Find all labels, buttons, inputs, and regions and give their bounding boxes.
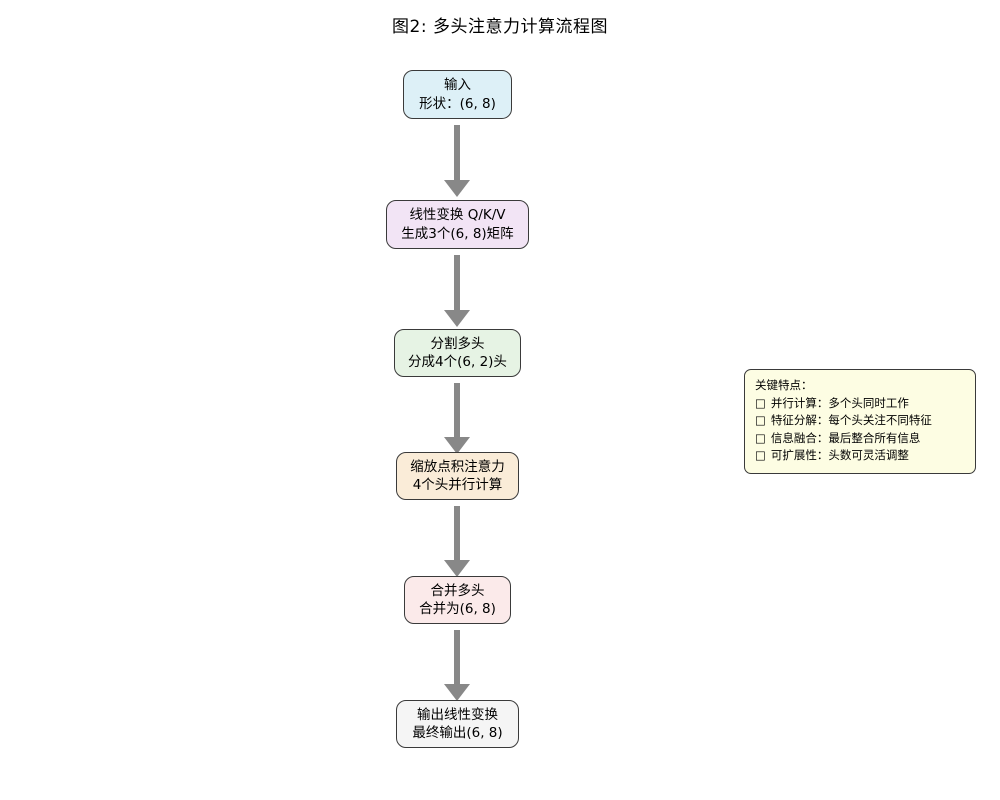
checkbox-square-icon: □ — [755, 413, 766, 428]
legend-item-label: 并行计算： — [770, 396, 829, 410]
legend-item-parallel: □ 并行计算： 多个头同时工作 — [755, 395, 965, 412]
flow-node-output-linear-line2: 最终输出(6, 8) — [412, 725, 503, 741]
flow-node-linear-qkv-line1: 线性变换 Q/K/V — [409, 207, 506, 224]
arrow-shaft — [454, 125, 460, 181]
flow-arrow-4 — [444, 506, 470, 577]
legend-item-desc: 多个头同时工作 — [828, 396, 909, 410]
legend-item-scalability: □ 可扩展性： 头数可灵活调整 — [755, 447, 965, 464]
arrow-head-icon — [444, 560, 470, 577]
arrow-shaft — [454, 506, 460, 561]
flow-node-attention-line2: 4个头并行计算 — [412, 477, 503, 493]
flow-arrow-3 — [444, 383, 470, 454]
legend-item-label: 特征分解： — [770, 413, 829, 428]
flow-node-linear-qkv-line2: 生成3个(6, 8)矩阵 — [401, 225, 514, 242]
legend-item-information-fusion: □ 信息融合： 最后整合所有信息 — [755, 430, 965, 447]
flow-arrow-5 — [444, 630, 470, 701]
checkbox-square-icon: □ — [755, 430, 766, 445]
page-title: 图2: 多头注意力计算流程图 — [392, 17, 608, 37]
legend-title: 关键特点： — [755, 378, 813, 392]
legend-item-label: 信息融合： — [770, 430, 829, 445]
flow-node-linear-qkv[interactable]: 线性变换 Q/K/V 生成3个(6, 8)矩阵 — [386, 200, 529, 249]
flow-node-merge-heads-line1: 合并多头 — [430, 582, 485, 599]
arrow-head-icon — [444, 437, 470, 454]
arrow-head-icon — [444, 310, 470, 327]
checkbox-square-icon: □ — [755, 448, 766, 463]
flow-node-input[interactable]: 输入 形状：(6, 8) — [403, 70, 512, 119]
flow-node-merge-heads[interactable]: 合并多头 合并为(6, 8) — [404, 576, 511, 624]
arrow-head-icon — [444, 180, 470, 197]
legend-item-feature-decomposition: □ 特征分解： 每个头关注不同特征 — [755, 412, 965, 429]
flow-node-split-heads-line1: 分割多头 — [430, 335, 485, 352]
legend-item-desc: 每个头关注不同特征 — [828, 413, 932, 428]
legend-item-desc: 头数可灵活调整 — [828, 448, 909, 463]
checkbox-square-icon: □ — [755, 396, 766, 410]
arrow-shaft — [454, 383, 460, 438]
legend-item-desc: 最后整合所有信息 — [828, 430, 921, 445]
flow-node-input-line1: 输入 — [444, 77, 471, 94]
flow-node-scaled-dot-product-attention[interactable]: 缩放点积注意力 4个头并行计算 — [396, 452, 519, 500]
flow-node-merge-heads-line2: 合并为(6, 8) — [419, 601, 496, 617]
flow-node-output-linear-line1: 输出线性变换 — [417, 706, 498, 723]
arrow-shaft — [454, 630, 460, 685]
flow-node-split-heads-line2: 分成4个(6, 2)头 — [408, 354, 507, 370]
arrow-shaft — [454, 255, 460, 311]
flow-arrow-1 — [444, 125, 470, 197]
flow-arrow-2 — [444, 255, 470, 327]
flow-node-output-linear[interactable]: 输出线性变换 最终输出(6, 8) — [396, 700, 519, 748]
flow-node-input-line2: 形状：(6, 8) — [419, 95, 496, 112]
key-features-legend: 关键特点： □ 并行计算： 多个头同时工作 □ 特征分解： 每个头关注不同特征 … — [744, 369, 976, 474]
flow-node-attention-line1: 缩放点积注意力 — [410, 458, 505, 475]
flow-node-split-heads[interactable]: 分割多头 分成4个(6, 2)头 — [394, 329, 521, 377]
legend-item-label: 可扩展性： — [770, 448, 829, 463]
arrow-head-icon — [444, 684, 470, 701]
